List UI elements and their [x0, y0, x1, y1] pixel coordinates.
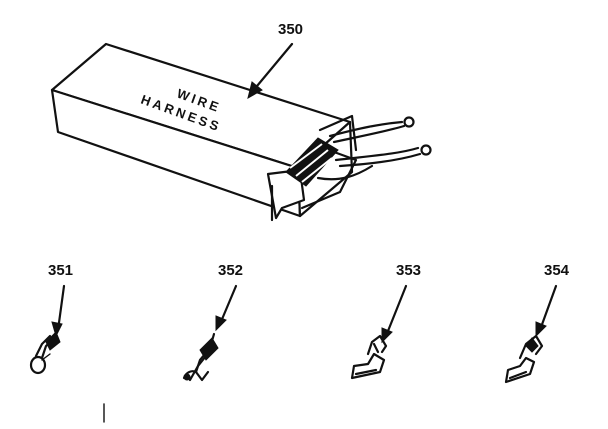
- part-number-352: 352: [218, 262, 243, 279]
- leader-arrow-352: [215, 284, 238, 332]
- ring-terminal-icon: [29, 324, 61, 375]
- wire-bundle: [285, 137, 339, 187]
- part-number-351: 351: [48, 262, 73, 279]
- part-number-353: 353: [396, 262, 421, 279]
- part-number-354: 354: [544, 262, 570, 279]
- flag-terminal-icon: [350, 334, 388, 380]
- hook-terminal-icon: [182, 332, 219, 382]
- leader-arrow-353: [381, 284, 408, 344]
- leader-arrow-354: [535, 284, 558, 338]
- spade-terminal-icon: [504, 334, 544, 384]
- leader-arrow-350: [247, 42, 294, 100]
- wire-harness-box: WIRE HARNESS: [50, 42, 432, 222]
- part-number-350: 350: [278, 21, 303, 38]
